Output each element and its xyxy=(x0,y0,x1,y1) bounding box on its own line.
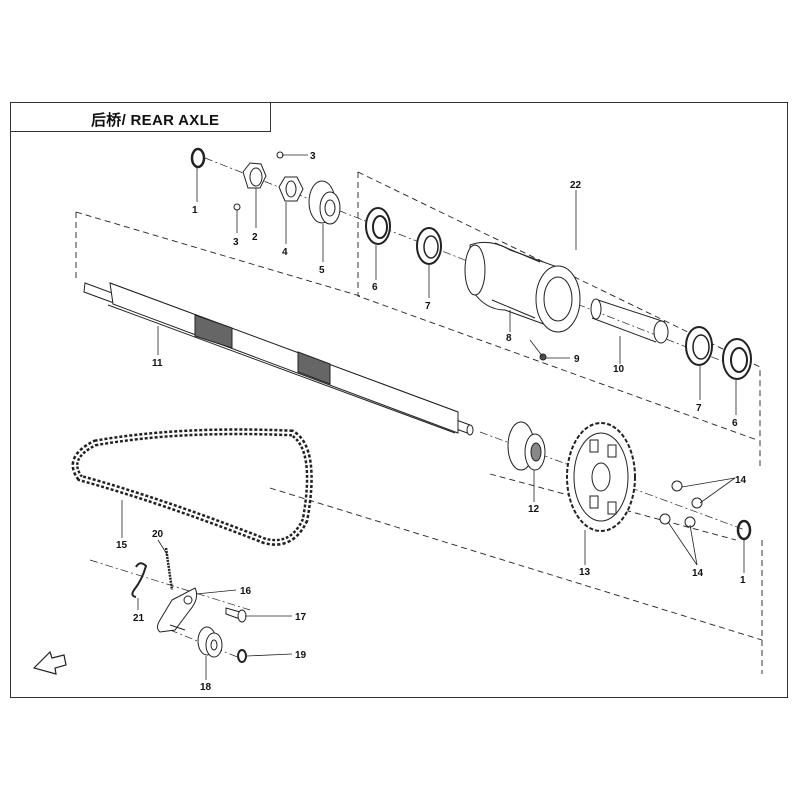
callout-17: 17 xyxy=(295,612,307,623)
seal-6-left xyxy=(365,207,391,245)
bolt-17 xyxy=(225,607,247,623)
snap-ring-1 xyxy=(190,147,206,169)
flange-5 xyxy=(308,180,341,225)
nut-2 xyxy=(242,162,267,189)
leader-lines xyxy=(121,154,745,680)
callout-4: 4 xyxy=(282,247,288,258)
title-box: 后桥/ REAR AXLE xyxy=(10,102,271,132)
callout-22: 22 xyxy=(570,180,582,191)
callout-19: 19 xyxy=(295,650,307,661)
callout-10: 10 xyxy=(613,364,625,375)
page-title: 后桥/ REAR AXLE xyxy=(91,112,220,129)
diagram-frame xyxy=(10,102,788,698)
tensioner-arm-16 xyxy=(157,587,198,633)
callout-21: 21 xyxy=(133,613,145,624)
callout-labels: 1 3 3 2 4 5 6 7 22 8 9 10 7 6 11 12 13 1… xyxy=(116,151,747,693)
bearing-7-right xyxy=(685,326,713,366)
chain-15 xyxy=(71,428,313,546)
callout-15: 15 xyxy=(116,540,128,551)
callout-20: 20 xyxy=(152,529,164,540)
callout-14: 14 xyxy=(735,475,747,486)
callout-6: 6 xyxy=(732,418,738,429)
sleeve-10 xyxy=(590,298,669,344)
assembly-outline-22 xyxy=(357,171,761,466)
sprocket-hub-12 xyxy=(507,421,546,471)
nut-19 xyxy=(237,649,247,663)
callout-7: 7 xyxy=(425,301,431,312)
direction-arrow-icon xyxy=(32,650,67,675)
callout-5: 5 xyxy=(319,265,325,276)
clip-21 xyxy=(131,562,148,598)
callout-3: 3 xyxy=(233,237,239,248)
snap-ring-1-right xyxy=(736,519,752,541)
callout-6: 6 xyxy=(372,282,378,293)
axle-shaft-11 xyxy=(83,282,474,436)
axle-outline xyxy=(75,211,763,674)
callout-11: 11 xyxy=(152,358,163,369)
housing-8 xyxy=(464,241,581,333)
callout-16: 16 xyxy=(240,586,252,597)
bolts-14 xyxy=(659,480,703,528)
callout-14: 14 xyxy=(692,568,704,579)
callout-8: 8 xyxy=(506,333,512,344)
callout-18: 18 xyxy=(200,682,212,693)
callout-12: 12 xyxy=(528,504,540,515)
callout-7: 7 xyxy=(696,403,702,414)
washer-3-bottom xyxy=(233,203,241,211)
seal-6-right xyxy=(722,338,752,380)
callout-1: 1 xyxy=(740,575,746,586)
callout-1: 1 xyxy=(192,205,198,216)
sprocket-13 xyxy=(566,422,636,532)
callout-2: 2 xyxy=(252,232,258,243)
callout-3: 3 xyxy=(310,151,316,162)
bearing-7-left xyxy=(416,227,442,265)
locknut-4 xyxy=(278,176,304,202)
roller-18 xyxy=(197,626,223,658)
callout-13: 13 xyxy=(579,567,591,578)
callout-9: 9 xyxy=(574,354,580,365)
